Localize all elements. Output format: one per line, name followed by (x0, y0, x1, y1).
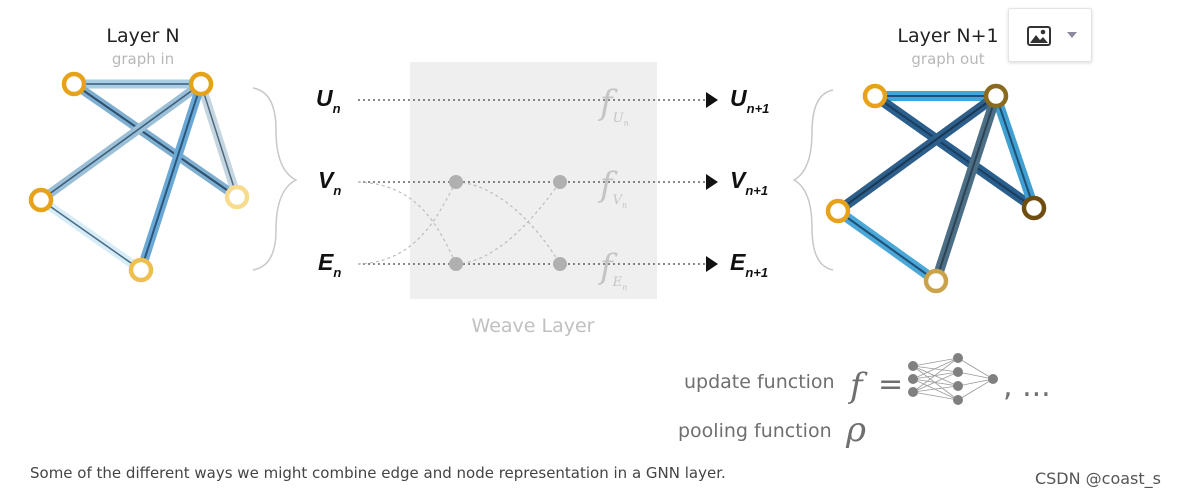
equals-sign: = (878, 367, 903, 402)
weave-cross-curves (357, 181, 561, 265)
pooling-function-symbol: ρ (845, 410, 866, 450)
right-graph-title: Layer N+1 (897, 25, 998, 47)
ellipsis: , ... (1003, 369, 1051, 404)
weave-nodes (449, 175, 567, 271)
output-label-e: En+1 (730, 249, 768, 280)
left-graph: Layer N graph in (28, 25, 298, 283)
left-node (128, 257, 154, 283)
update-function-symbol: f (847, 366, 868, 406)
legend: update function f = , ... pooling functi… (678, 353, 1051, 450)
arrowhead (706, 92, 718, 108)
neural-network-icon (908, 353, 998, 405)
left-brace (252, 87, 298, 271)
right-node (1021, 195, 1047, 221)
left-graph-title: Layer N (106, 25, 179, 47)
right-edge-core (935, 95, 997, 282)
weave-curve (455, 181, 561, 265)
right-node (862, 83, 888, 109)
figure-caption: Some of the different ways we might comb… (30, 464, 726, 482)
right-graph-edges (833, 91, 1039, 286)
left-edge-core (140, 83, 202, 271)
arrowhead (706, 174, 718, 190)
weave-curve (357, 181, 457, 265)
left-node (28, 187, 54, 213)
weave-node (449, 257, 463, 271)
input-label-v: Vn (318, 167, 341, 198)
right-node (825, 198, 851, 224)
output-label-u: Un+1 (730, 85, 769, 116)
weave-curve (357, 181, 457, 265)
caret-down-icon (1067, 32, 1077, 38)
right-graph-subtitle: graph out (911, 50, 984, 68)
image-icon (1027, 26, 1051, 46)
weave-layer-label: Weave Layer (472, 315, 595, 337)
left-edge-core (200, 83, 238, 198)
left-node (224, 184, 250, 210)
left-graph-nodes (28, 71, 250, 283)
left-edge-core (73, 83, 238, 198)
weave-flow-lines (358, 99, 706, 265)
input-labels: Un Vn En (316, 85, 341, 280)
right-brace (792, 89, 834, 271)
left-node (61, 71, 87, 97)
weave-node (553, 257, 567, 271)
pooling-function-label: pooling function (678, 420, 832, 442)
left-node (188, 71, 214, 97)
update-function-label: update function (684, 371, 835, 393)
weave-layer: Weave Layer Un Vn En (316, 62, 769, 337)
right-edge-core (837, 95, 997, 212)
arrowhead (706, 256, 718, 272)
left-edge-core (40, 83, 202, 201)
right-graph: Layer N+1 graph out (792, 25, 1047, 294)
left-graph-subtitle: graph in (112, 50, 174, 68)
right-edge-core (874, 95, 1035, 209)
right-node (983, 83, 1009, 109)
weave-node (449, 175, 463, 189)
right-edge-core (995, 95, 1035, 209)
output-label-v: Vn+1 (730, 167, 768, 198)
output-labels: Un+1 Vn+1 En+1 (730, 85, 769, 280)
image-options-button[interactable] (1008, 8, 1092, 62)
watermark: CSDN @coast_s (1035, 469, 1161, 489)
flow-arrowheads (706, 92, 718, 272)
right-graph-nodes (825, 83, 1047, 294)
left-edge-core (40, 199, 142, 271)
right-edge-core (837, 210, 937, 282)
left-graph-edges (36, 79, 242, 275)
input-label-e: En (318, 249, 341, 280)
right-node (923, 268, 949, 294)
weave-node (553, 175, 567, 189)
input-label-u: Un (316, 85, 341, 116)
